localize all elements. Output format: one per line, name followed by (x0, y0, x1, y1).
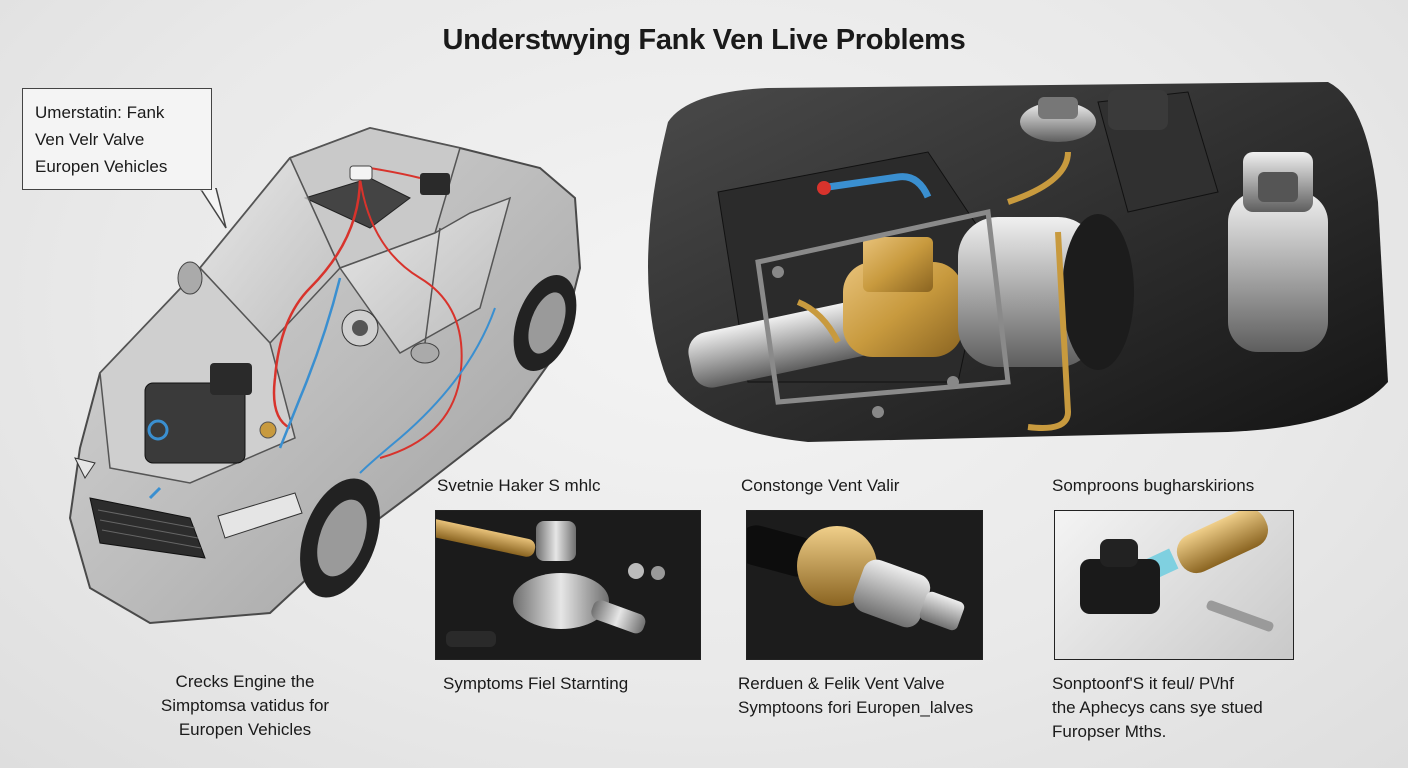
caption-line: Furopser Mths. (1052, 722, 1167, 741)
panel-heading: Constonge Vent Valir (741, 476, 900, 495)
page-title: Understwying Fank Ven Live Problems (442, 24, 966, 56)
caption-line: Europen Vehicles (178, 720, 312, 739)
panel-photo-vent-valve-parts (435, 510, 701, 660)
panel-caption: Symptoms Fiel Starnting (443, 672, 628, 696)
panel-caption: Rerduen & Felik Vent Valve Symptoons for… (738, 672, 973, 720)
caption-line: Symptoons fori Europen_lalves (738, 698, 974, 717)
engine-bay-illustration (648, 82, 1388, 442)
caption-line: the Aphecys cans sye stued (1052, 698, 1263, 717)
caption-line: Rerduen & Felik Vent Valve (738, 674, 945, 693)
panel-photo-brass-valve (746, 510, 983, 660)
panel-photo-valve-components (1054, 510, 1294, 660)
panel-caption: Sonptoonf'S it feul/ P\/hf the Aphecys c… (1052, 672, 1263, 744)
panel-heading: Svetnie Haker S mhlc (437, 476, 601, 495)
callout-box: Umerstatin: Fank Ven Velr Valve Europen … (22, 88, 212, 190)
caption-line: Sonptoonf'S it feul/ P\/hf (1052, 674, 1234, 693)
car-caption: Crecks Engine the Simptomsa vatidus for … (115, 670, 375, 742)
car-cutaway-illustration (68, 126, 582, 625)
callout-pointer (200, 188, 227, 229)
callout-line: Umerstatin: Fank (35, 103, 165, 122)
callout-line: Europen Vehicles (35, 157, 168, 176)
callout-line: Ven Velr Valve (35, 130, 145, 149)
panel-heading: Somproons bugharskirions (1052, 476, 1255, 495)
caption-line: Crecks Engine the (175, 672, 315, 691)
caption-line: Simptomsa vatidus for (160, 696, 330, 715)
caption-line: Symptoms Fiel Starnting (443, 674, 629, 693)
